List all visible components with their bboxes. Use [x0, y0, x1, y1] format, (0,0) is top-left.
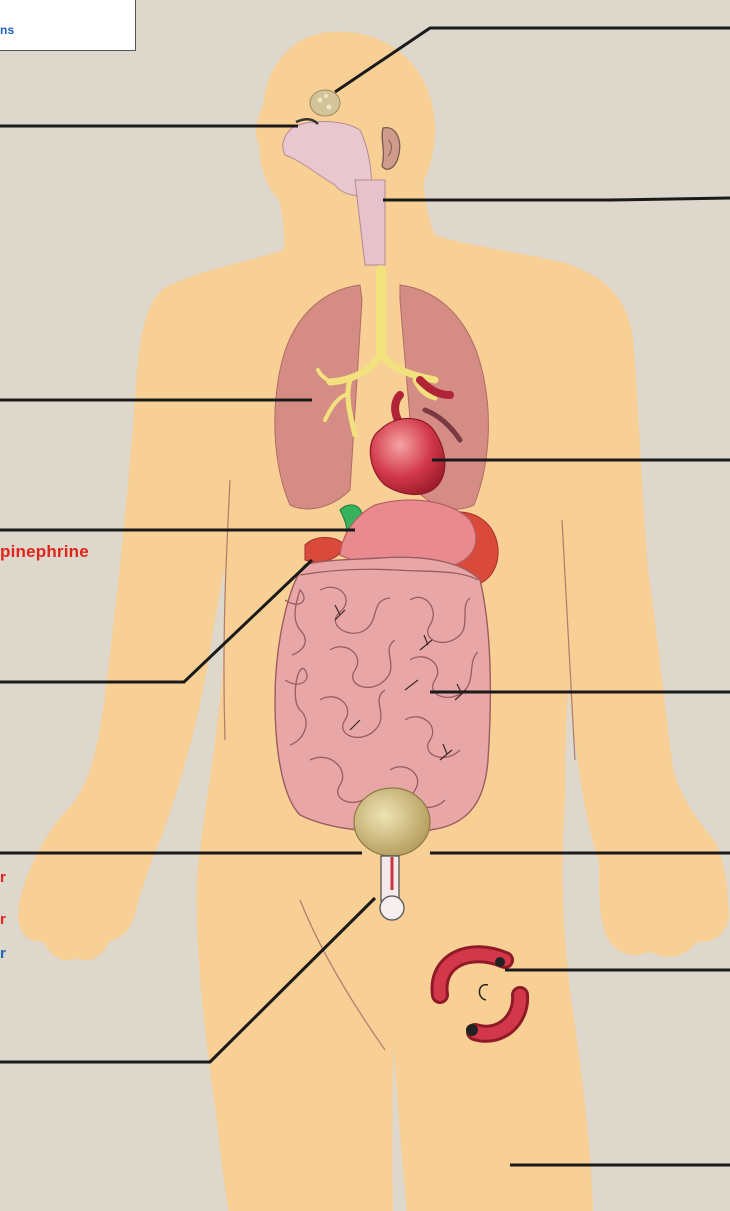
- bladder-icon: [354, 788, 430, 856]
- fragment-bladder-red-1: r: [0, 870, 6, 885]
- label-epinephrine: pinephrine: [0, 543, 89, 560]
- legend-box: [0, 0, 136, 51]
- legend-text: ns: [0, 24, 14, 36]
- fragment-blue: r: [0, 946, 6, 961]
- leader-line-pharynx: [383, 198, 730, 200]
- fragment-bladder-red-2: r: [0, 912, 6, 927]
- pituitary-icon: [310, 90, 340, 116]
